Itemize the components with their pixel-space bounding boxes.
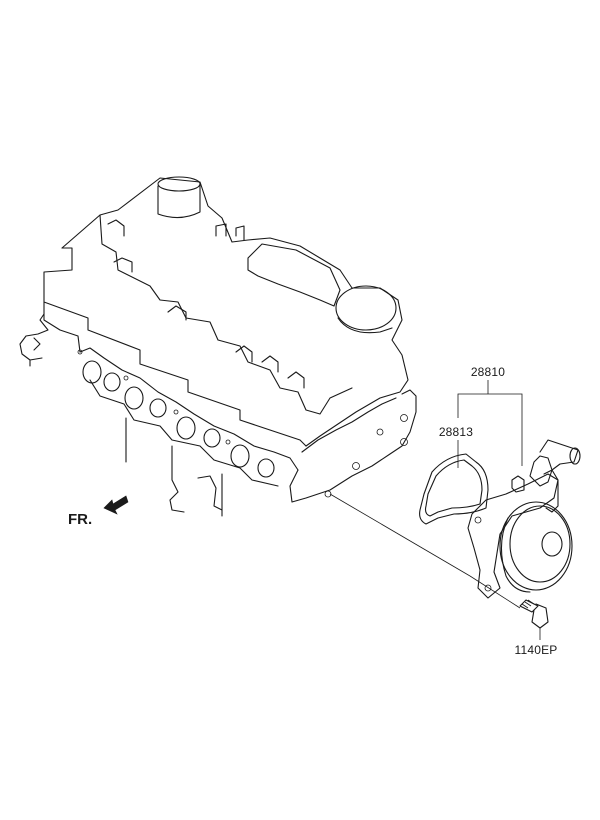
plate-hole-1 bbox=[400, 414, 408, 422]
front-indicator: FR. bbox=[68, 495, 129, 528]
cam-cap-1 bbox=[113, 257, 133, 273]
cam-rail-left bbox=[43, 247, 307, 447]
bolt-shank bbox=[519, 599, 539, 613]
vacuum-pump-28810 bbox=[467, 439, 581, 599]
port-8 bbox=[257, 458, 275, 478]
lower-bolt-1 bbox=[169, 445, 185, 513]
plate-hole-2 bbox=[400, 438, 408, 446]
oil-filler-body bbox=[157, 183, 201, 219]
label-28810: 28810 bbox=[471, 365, 505, 379]
callouts: 28810 28813 1140EP bbox=[439, 365, 557, 657]
plate-hole-4 bbox=[376, 428, 384, 436]
bolt-threads bbox=[521, 599, 535, 609]
cam-cap-2 bbox=[167, 305, 187, 321]
timing-plate bbox=[289, 389, 417, 503]
hole-3 bbox=[173, 409, 179, 415]
gasket-lower bbox=[89, 379, 279, 487]
pump-boss bbox=[541, 531, 563, 557]
cam-housing bbox=[247, 243, 341, 307]
plate-hole-3 bbox=[352, 462, 360, 470]
cam-cap-5 bbox=[287, 371, 305, 389]
port-3 bbox=[124, 386, 144, 410]
label-28813: 28813 bbox=[439, 425, 473, 439]
gasket-inner bbox=[424, 459, 483, 517]
bolt-1140EP bbox=[519, 599, 549, 629]
pump-body-face bbox=[509, 505, 571, 583]
label-1140EP: 1140EP bbox=[514, 643, 557, 657]
hole-2 bbox=[123, 375, 129, 381]
leader-28810 bbox=[457, 380, 523, 466]
pump-mount-hole bbox=[324, 490, 332, 498]
cam-cap-4 bbox=[261, 355, 279, 373]
clip-2 bbox=[235, 225, 245, 241]
gasket-28813 bbox=[419, 453, 489, 525]
port-1 bbox=[82, 360, 102, 384]
check-valve bbox=[543, 469, 559, 513]
flange-hole-1 bbox=[484, 584, 492, 592]
timing-plate-inner bbox=[301, 397, 397, 453]
bolt-head bbox=[531, 603, 549, 629]
mount-line bbox=[329, 493, 471, 577]
hole-4 bbox=[225, 439, 231, 445]
clip-1 bbox=[215, 223, 227, 237]
cam-rail-middle bbox=[99, 214, 353, 415]
lower-bolt-2 bbox=[197, 475, 223, 511]
port-5 bbox=[176, 416, 196, 440]
end-cap-rim bbox=[337, 317, 393, 334]
head-lower-face bbox=[43, 301, 299, 471]
cam-cap-6 bbox=[107, 219, 125, 237]
cam-cap-3 bbox=[235, 345, 253, 363]
hole-1 bbox=[77, 349, 83, 355]
front-arrow-icon bbox=[103, 495, 129, 515]
port-4 bbox=[149, 398, 167, 418]
pump-body bbox=[499, 501, 573, 591]
front-label: FR. bbox=[68, 511, 92, 528]
port-7 bbox=[230, 444, 250, 468]
left-bracket-detail bbox=[33, 337, 41, 351]
oil-filler-cap bbox=[157, 176, 201, 192]
end-cap bbox=[335, 285, 397, 331]
inlet-end bbox=[569, 447, 581, 465]
cam-cover-outline bbox=[61, 177, 409, 447]
flange-hole-2 bbox=[474, 516, 482, 524]
gasket-outer bbox=[419, 453, 489, 525]
cylinder-head bbox=[19, 176, 417, 517]
pump-stud bbox=[511, 475, 525, 493]
left-bracket bbox=[19, 313, 49, 367]
port-6 bbox=[203, 428, 221, 448]
port-2 bbox=[103, 372, 121, 392]
pump-body-side bbox=[500, 517, 531, 593]
inlet-pipe bbox=[529, 455, 553, 487]
inlet-nozzle bbox=[539, 439, 579, 471]
